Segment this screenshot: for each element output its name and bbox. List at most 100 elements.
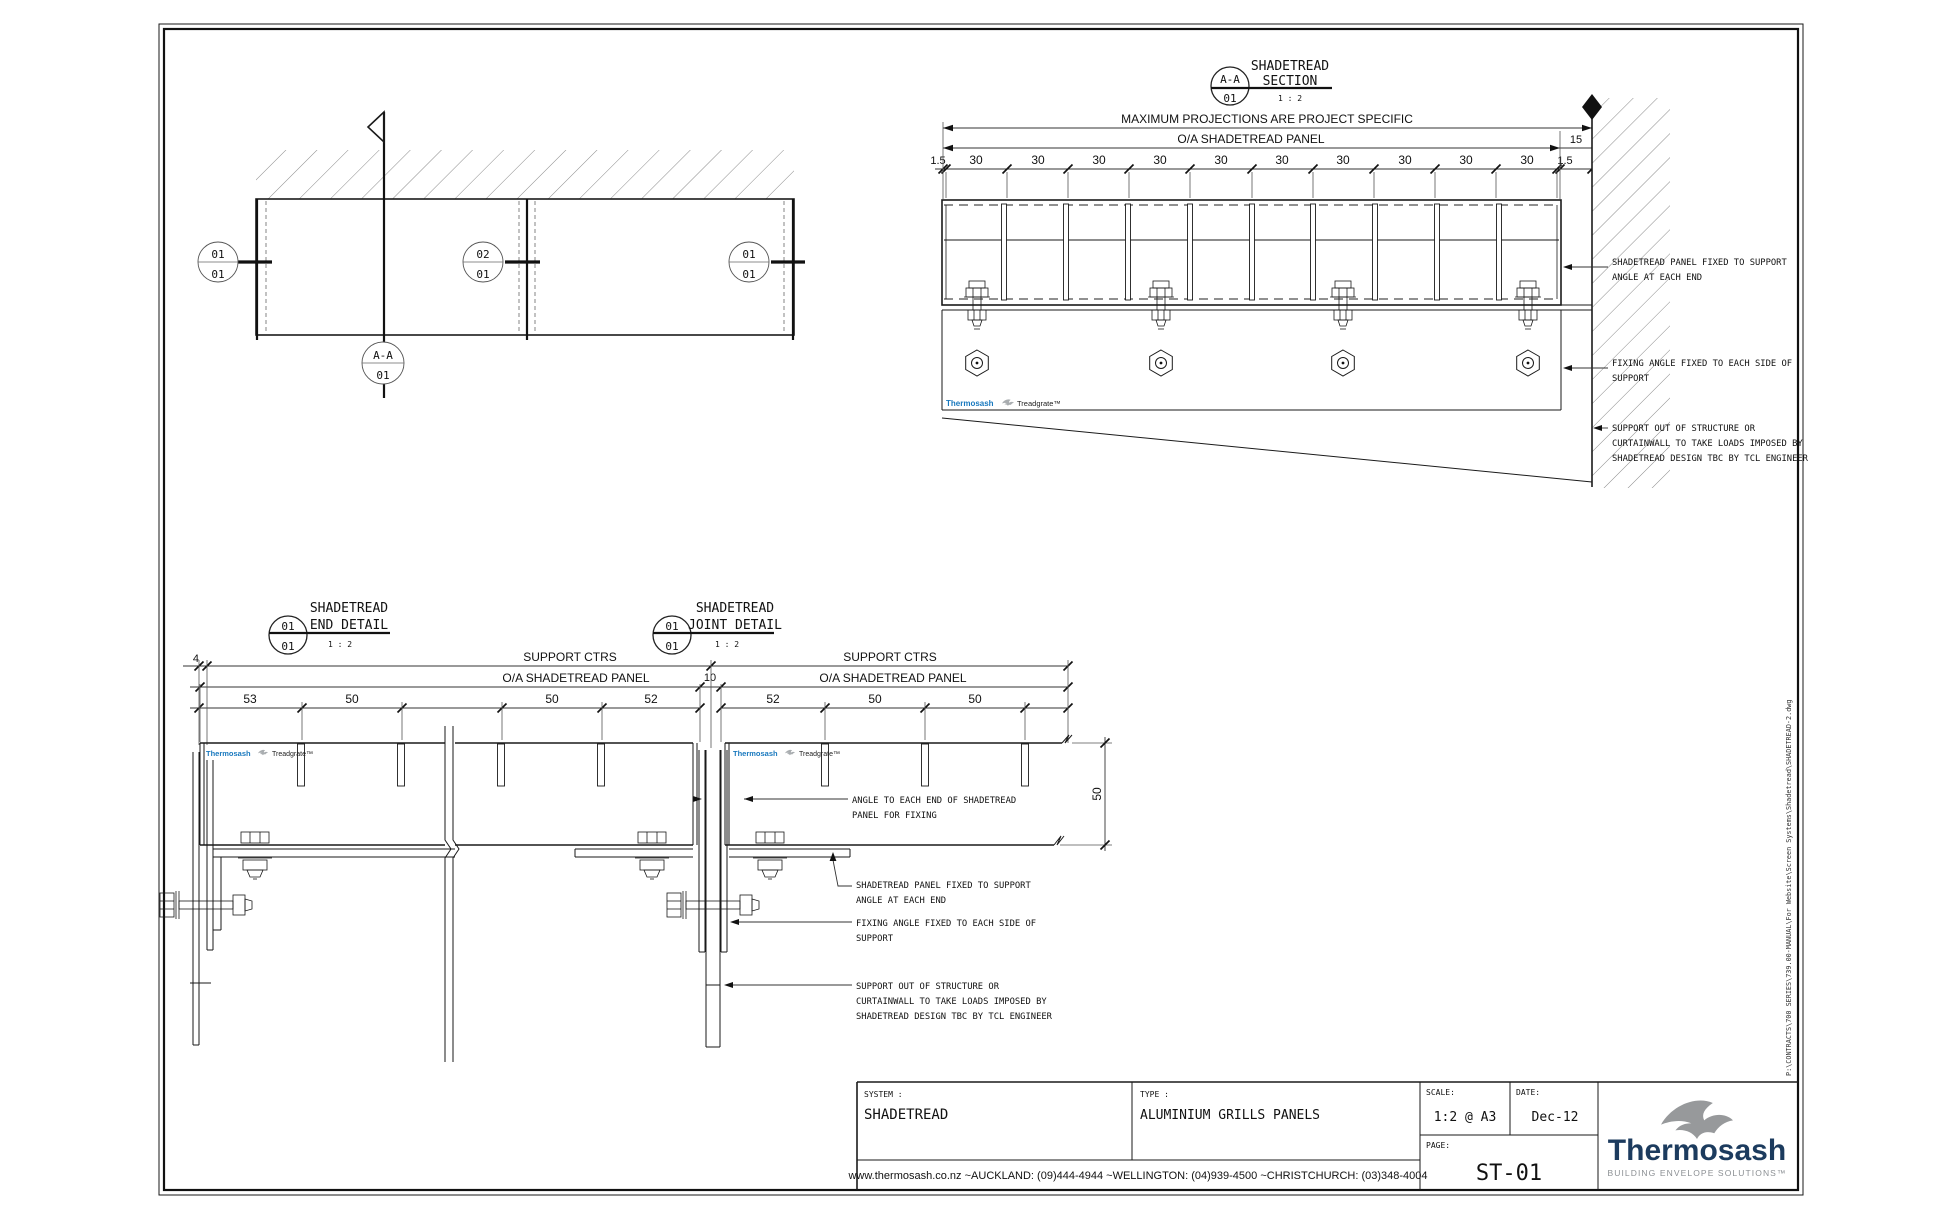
note-fixing-angle-1: FIXING ANGLE FIXED TO EACH SIDE OF bbox=[1612, 359, 1792, 369]
svg-text:Thermosash: Thermosash bbox=[206, 749, 251, 758]
thermosash-logo: Thermosash BUILDING ENVELOPE SOLUTIONS™ bbox=[1607, 1100, 1786, 1178]
detail-dims: 4 SUPPORT CTRS SUPPORT CTRS O/A SHADETRE… bbox=[183, 650, 1112, 851]
svg-text:SHADETREAD: SHADETREAD bbox=[696, 601, 774, 616]
note-panel-fixed-2: ANGLE AT EACH END bbox=[856, 896, 946, 906]
section-title-line2: SECTION bbox=[1263, 74, 1318, 89]
cut-bubble-bottom: 01 bbox=[376, 369, 389, 382]
svg-text:50: 50 bbox=[868, 692, 882, 706]
grille-panel-section bbox=[941, 199, 1562, 306]
svg-text:30: 30 bbox=[1336, 153, 1350, 167]
svg-text:50: 50 bbox=[345, 692, 359, 706]
svg-text:50: 50 bbox=[1090, 787, 1104, 801]
support-ctrs-right: SUPPORT CTRS bbox=[843, 650, 937, 664]
svg-text:30: 30 bbox=[1520, 153, 1534, 167]
type-value: ALUMINIUM GRILLS PANELS bbox=[1140, 1108, 1320, 1123]
note-support-1: SUPPORT OUT OF STRUCTURE OR bbox=[1612, 424, 1756, 434]
dim-10-gap: 10 bbox=[704, 672, 716, 684]
treadgrate-wordmark: Treadgrate™ bbox=[1017, 399, 1061, 408]
panel-logo-section: Thermosash Treadgrate™ bbox=[946, 399, 1061, 408]
marker-left-bottom: 01 bbox=[211, 268, 224, 281]
dim-1-5-left: 1.5 bbox=[930, 155, 945, 167]
svg-text:Treadgrate™: Treadgrate™ bbox=[272, 751, 313, 758]
date-value: Dec-12 bbox=[1532, 1110, 1579, 1125]
support-ctrs-left: SUPPORT CTRS bbox=[523, 650, 617, 664]
dim-wall-gap: 15 bbox=[1570, 134, 1582, 146]
svg-text:50: 50 bbox=[545, 692, 559, 706]
system-value: SHADETREAD bbox=[864, 1107, 948, 1123]
scale-value: 1:2 @ A3 bbox=[1434, 1110, 1497, 1125]
plan-cut-bubble: A-A 01 bbox=[361, 341, 405, 385]
svg-text:1 : 2: 1 : 2 bbox=[328, 640, 352, 649]
svg-text:01: 01 bbox=[665, 640, 678, 653]
section-dim-row: 1.5 30 30 30 30 30 30 30 30 30 30 1.5 bbox=[930, 122, 1600, 199]
note-support-1: SUPPORT OUT OF STRUCTURE OR bbox=[856, 982, 1000, 992]
marker-right-top: 01 bbox=[742, 248, 755, 261]
marker-right-bottom: 01 bbox=[742, 268, 755, 281]
note-fixing-angle-1: FIXING ANGLE FIXED TO EACH SIDE OF bbox=[856, 919, 1036, 929]
note-panel-fixed-1: SHADETREAD PANEL FIXED TO SUPPORT bbox=[1612, 258, 1787, 268]
marker-mid-top: 02 bbox=[476, 248, 489, 261]
date-label: DATE: bbox=[1516, 1088, 1540, 1097]
wall-hatch bbox=[256, 150, 794, 199]
svg-text:30: 30 bbox=[1214, 153, 1228, 167]
page-label: PAGE: bbox=[1426, 1141, 1450, 1150]
svg-text:SHADETREAD: SHADETREAD bbox=[310, 601, 388, 616]
svg-text:30: 30 bbox=[1153, 153, 1167, 167]
thermosash-wordmark: Thermosash bbox=[946, 399, 994, 408]
note-angle-each-end-2: PANEL FOR FIXING bbox=[852, 811, 937, 821]
thermosash-bird-icon bbox=[1002, 399, 1014, 406]
section-title: A-A 01 SHADETREAD SECTION 1 : 2 bbox=[1210, 59, 1332, 106]
note-panel-fixed-1: SHADETREAD PANEL FIXED TO SUPPORT bbox=[856, 881, 1031, 891]
note-support-3: SHADETREAD DESIGN TBC BY TCL ENGINEER bbox=[1612, 454, 1809, 464]
section-view: A-A 01 SHADETREAD SECTION 1 : 2 MAXIMUM … bbox=[930, 59, 1809, 488]
dim-1-5-right: 1.5 bbox=[1557, 155, 1572, 167]
contact-bar: www.thermosash.co.nz ~AUCKLAND: (09)444-… bbox=[847, 1170, 1427, 1182]
note-angle-each-end-1: ANGLE TO EACH END OF SHADETREAD bbox=[852, 796, 1016, 806]
fascia-plate bbox=[941, 310, 1562, 411]
svg-text:53: 53 bbox=[243, 692, 257, 706]
svg-text:30: 30 bbox=[1092, 153, 1106, 167]
svg-text:01: 01 bbox=[281, 640, 294, 653]
support-bar bbox=[942, 304, 1592, 311]
section-title-line1: SHADETREAD bbox=[1251, 59, 1329, 74]
svg-text:01: 01 bbox=[665, 620, 678, 633]
note-support-2: CURTAINWALL TO TAKE LOADS IMPOSED BY bbox=[856, 997, 1047, 1007]
svg-text:30: 30 bbox=[1459, 153, 1473, 167]
section-title-scale: 1 : 2 bbox=[1278, 94, 1302, 103]
plan-marker-right: 01 01 bbox=[728, 241, 805, 283]
structure-hatch bbox=[1592, 98, 1670, 488]
detail-notes: ANGLE TO EACH END OF SHADETREAD PANEL FO… bbox=[693, 796, 1053, 1022]
svg-text:52: 52 bbox=[644, 692, 658, 706]
brand-name: Thermosash bbox=[1608, 1134, 1786, 1167]
brand-tagline: BUILDING ENVELOPE SOLUTIONS™ bbox=[1607, 1168, 1786, 1178]
section-bubble-top: A-A bbox=[1220, 73, 1240, 86]
section-dim-oa: O/A SHADETREAD PANEL 15 bbox=[943, 132, 1600, 152]
break-line bbox=[444, 726, 452, 1062]
grille-panel-grid bbox=[255, 198, 795, 336]
svg-text:01: 01 bbox=[281, 620, 294, 633]
type-label: TYPE : bbox=[1140, 1090, 1169, 1099]
plan-view: 01 01 02 01 01 01 A-A 01 bbox=[197, 110, 805, 398]
note-support-2: CURTAINWALL TO TAKE LOADS IMPOSED BY bbox=[1612, 439, 1803, 449]
section-notes: SHADETREAD PANEL FIXED TO SUPPORT ANGLE … bbox=[1563, 258, 1809, 464]
break-line bbox=[941, 417, 1593, 483]
system-label: SYSTEM : bbox=[864, 1090, 903, 1099]
joint-detail-view: Thermosash Treadgrate™ bbox=[455, 734, 1073, 1048]
panel-logo-end: Thermosash Treadgrate™ bbox=[206, 749, 313, 758]
svg-text:30: 30 bbox=[1031, 153, 1045, 167]
svg-text:END DETAIL: END DETAIL bbox=[310, 618, 388, 633]
svg-text:JOINT DETAIL: JOINT DETAIL bbox=[688, 618, 782, 633]
page-border bbox=[158, 23, 1804, 1196]
joint-detail-title: 01 01 SHADETREAD JOINT DETAIL 1 : 2 bbox=[652, 601, 782, 655]
marker-mid-bottom: 01 bbox=[476, 268, 489, 281]
svg-text:Treadgrate™: Treadgrate™ bbox=[799, 751, 840, 758]
svg-text:30: 30 bbox=[969, 153, 983, 167]
plan-marker-mid: 02 01 bbox=[462, 241, 540, 283]
dim-height-50: 50 bbox=[1060, 737, 1112, 851]
svg-text:52: 52 bbox=[766, 692, 780, 706]
note-support-3: SHADETREAD DESIGN TBC BY TCL ENGINEER bbox=[856, 1012, 1053, 1022]
svg-text:50: 50 bbox=[968, 692, 982, 706]
marker-left-top: 01 bbox=[211, 248, 224, 261]
svg-text:30: 30 bbox=[1398, 153, 1412, 167]
